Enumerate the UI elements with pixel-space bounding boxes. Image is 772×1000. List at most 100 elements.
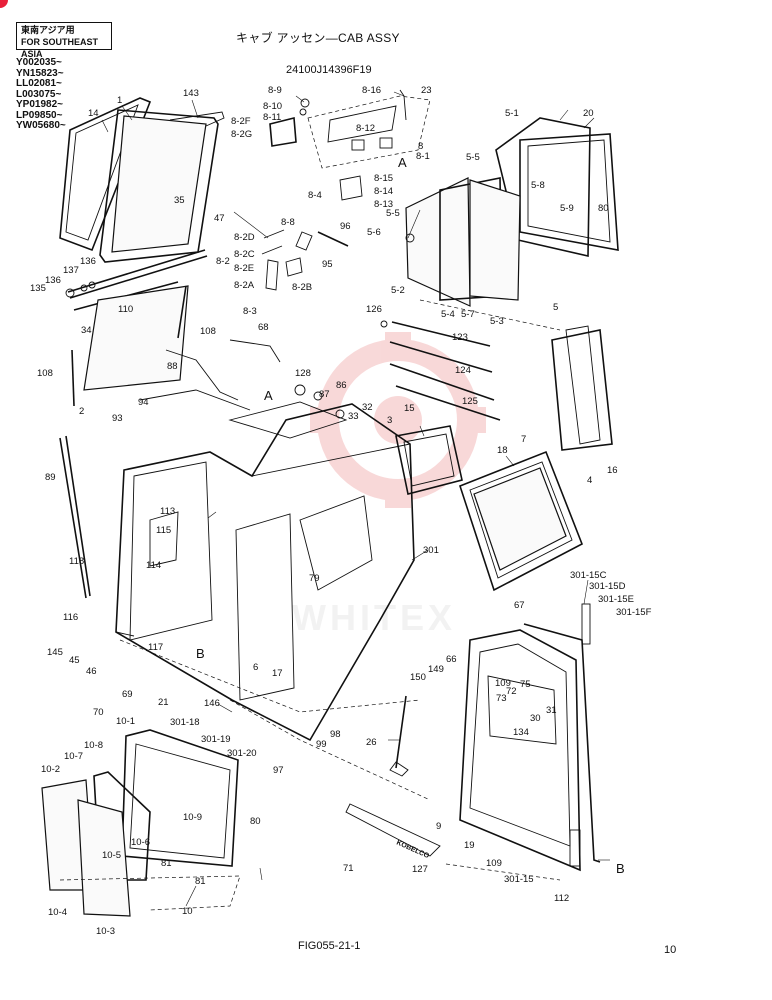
callout-8-3: 8-3 (243, 306, 257, 317)
callout-93: 93 (112, 413, 123, 424)
callout-99: 99 (316, 739, 327, 750)
callout-97: 97 (273, 765, 284, 776)
front-window-10-assembly (41, 729, 241, 917)
callout-10-2: 10-2 (41, 764, 60, 775)
callout-8-2F: 8-2F (231, 116, 251, 127)
callout-8: 8 (418, 141, 423, 152)
callout-10-1: 10-1 (116, 716, 135, 727)
callout-14: 14 (88, 108, 99, 119)
serial-number: LP09850~ (16, 109, 63, 121)
callout-10-7: 10-7 (64, 751, 83, 762)
callout-70: 70 (93, 707, 104, 718)
callout-6: 6 (253, 662, 258, 673)
callout-301-19: 301-19 (201, 734, 231, 745)
callout-26: 26 (366, 737, 377, 748)
callout-8-2A: 8-2A (234, 280, 255, 291)
callout-135: 135 (30, 283, 46, 294)
callout-94: 94 (138, 397, 149, 408)
callout-8-16: 8-16 (362, 85, 381, 96)
callout-17: 17 (272, 668, 283, 679)
callout-A: A (264, 388, 273, 403)
callout-20: 20 (583, 108, 594, 119)
callout-45: 45 (69, 655, 80, 666)
callout-301-15D: 301-15D (589, 581, 626, 592)
callout-301: 301 (423, 545, 439, 556)
page-number: 10 (664, 944, 677, 956)
region-label-en: FOR SOUTHEAST ASIA (21, 37, 99, 59)
callout-110: 110 (118, 304, 133, 315)
callout-8-13: 8-13 (374, 199, 393, 210)
callout-10-9: 10-9 (183, 812, 202, 823)
callout-8-2B: 8-2B (292, 282, 312, 293)
callout-8-4: 8-4 (308, 190, 322, 201)
callout-301-18: 301-18 (170, 717, 200, 728)
callout-8-2G: 8-2G (231, 129, 252, 140)
roof-hatch-assembly (261, 89, 431, 291)
callout-80: 80 (250, 816, 261, 827)
callout-8-2C: 8-2C (234, 249, 255, 260)
callout-B: B (196, 646, 205, 661)
door-assembly: KOBELCO (345, 603, 601, 881)
callout-21: 21 (158, 697, 169, 708)
watermark-logo: WHITEX (292, 332, 486, 638)
wiper-rod-group (380, 320, 501, 421)
callout-10-8: 10-8 (84, 740, 103, 751)
callout-10-5: 10-5 (102, 850, 121, 861)
rear-window-assembly (59, 97, 225, 407)
callout-4: 4 (587, 475, 592, 486)
callout-32: 32 (362, 402, 373, 413)
callout-124: 124 (455, 365, 471, 376)
callout-134: 134 (513, 727, 529, 738)
callout-125: 125 (462, 396, 478, 407)
callout-301-15F: 301-15F (616, 607, 652, 618)
callout-34: 34 (81, 325, 92, 336)
callout-81: 81 (161, 858, 172, 869)
callout-23: 23 (421, 85, 432, 96)
watermark-text: WHITEX (292, 597, 456, 638)
callout-B: B (616, 861, 625, 876)
callout-89: 89 (45, 472, 56, 483)
callout-5-8: 5-8 (531, 180, 545, 191)
serial-number-list: Y002035~ YN15823~ LL02081~ L003075~ YP01… (16, 57, 66, 132)
callout-301-20: 301-20 (227, 748, 257, 759)
callout-labels: 14 1 143 35 47 136 136 137 135 110 34 10… (30, 85, 652, 937)
callout-8-2E: 8-2E (234, 263, 254, 274)
callout-79: 79 (309, 573, 320, 584)
callout-5-3: 5-3 (490, 316, 504, 327)
callout-150: 150 (410, 672, 426, 683)
callout-31: 31 (546, 705, 557, 716)
callout-117: 117 (148, 642, 163, 653)
callout-8-10: 8-10 (263, 101, 282, 112)
assembly-part-number: 24100J14396F19 (286, 64, 372, 76)
callout-5-1: 5-1 (505, 108, 519, 119)
callout-86: 86 (336, 380, 347, 391)
callout-5-9: 5-9 (560, 203, 574, 214)
callout-109: 109 (486, 858, 502, 869)
callout-10-4: 10-4 (48, 907, 67, 918)
callout-75: 75 (520, 679, 531, 690)
callout-98: 98 (330, 729, 341, 740)
callout-8-9: 8-9 (268, 85, 282, 96)
callout-5-2: 5-2 (391, 285, 405, 296)
callout-1: 1 (117, 95, 122, 106)
callout-19: 19 (464, 840, 475, 851)
callout-136: 136 (45, 275, 61, 286)
serial-number: YW05680~ (16, 120, 66, 131)
serial-number: YN15823~ (16, 67, 64, 79)
side-window-5-assembly (405, 117, 619, 331)
callout-30: 30 (530, 713, 541, 724)
callout-137: 137 (63, 265, 79, 276)
callout-109: 109 (495, 678, 511, 689)
cab-frame (59, 339, 431, 801)
callout-8-15: 8-15 (374, 173, 393, 184)
callout-108: 108 (37, 368, 53, 379)
callout-68: 68 (258, 322, 269, 333)
callout-80: 80 (598, 203, 609, 214)
callout-46: 46 (86, 666, 97, 677)
callout-A: A (398, 155, 407, 170)
callout-112: 112 (554, 893, 569, 904)
callout-73: 73 (496, 693, 507, 704)
region-label-jp: 東南アジア用 (21, 25, 75, 35)
